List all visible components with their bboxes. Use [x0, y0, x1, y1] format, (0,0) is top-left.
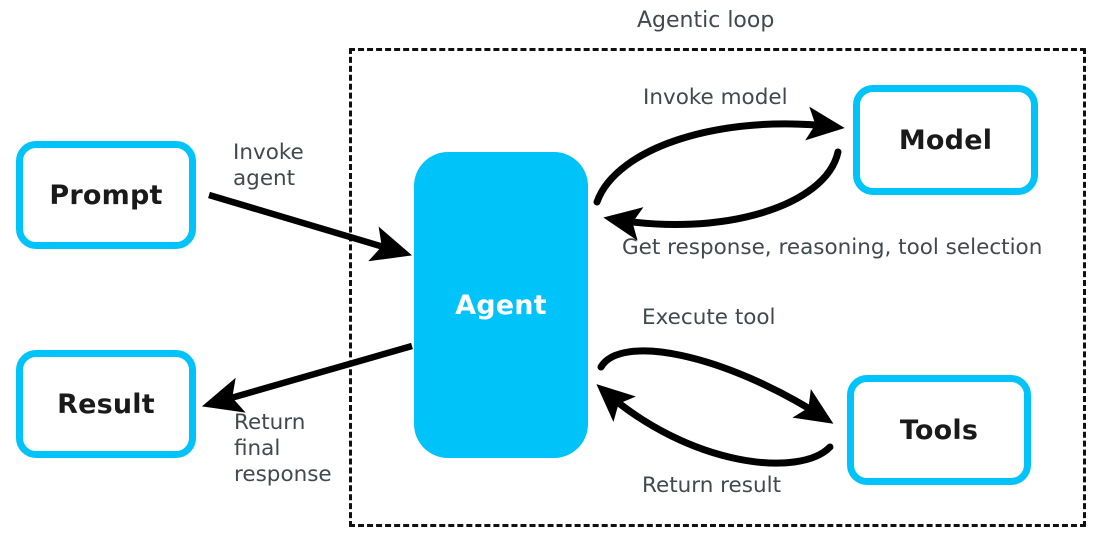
- node-model[interactable]: Model: [853, 85, 1038, 195]
- node-prompt[interactable]: Prompt: [16, 141, 196, 249]
- edge-label-invoke-agent: Invoke agent: [233, 140, 304, 191]
- edge-tools-to-agent: [596, 384, 834, 467]
- node-result[interactable]: Result: [16, 350, 196, 458]
- edge-prompt-to-agent: [208, 191, 413, 262]
- edge-agent-to-tools: [597, 347, 834, 424]
- edge-agent-to-result: [201, 342, 413, 413]
- edge-label-execute-tool: Execute tool: [642, 305, 776, 330]
- node-model-label: Model: [898, 124, 993, 156]
- node-agent-label: Agent: [455, 289, 547, 321]
- edge-model-to-agent: [603, 148, 842, 241]
- node-agent[interactable]: Agent: [414, 152, 588, 458]
- node-tools[interactable]: Tools: [847, 375, 1031, 485]
- agentic-loop-region: [349, 48, 1086, 527]
- edge-agent-to-model: [593, 106, 845, 206]
- node-tools-label: Tools: [899, 414, 979, 446]
- agentic-loop-title: Agentic loop: [637, 8, 775, 33]
- edge-label-return-final-response: Return final response: [234, 410, 332, 487]
- node-result-label: Result: [57, 388, 155, 420]
- node-prompt-label: Prompt: [49, 179, 163, 211]
- edge-label-return-result: Return result: [642, 473, 782, 498]
- edge-label-invoke-model: Invoke model: [643, 85, 788, 110]
- edge-label-get-response: Get response, reasoning, tool selection: [622, 235, 1043, 260]
